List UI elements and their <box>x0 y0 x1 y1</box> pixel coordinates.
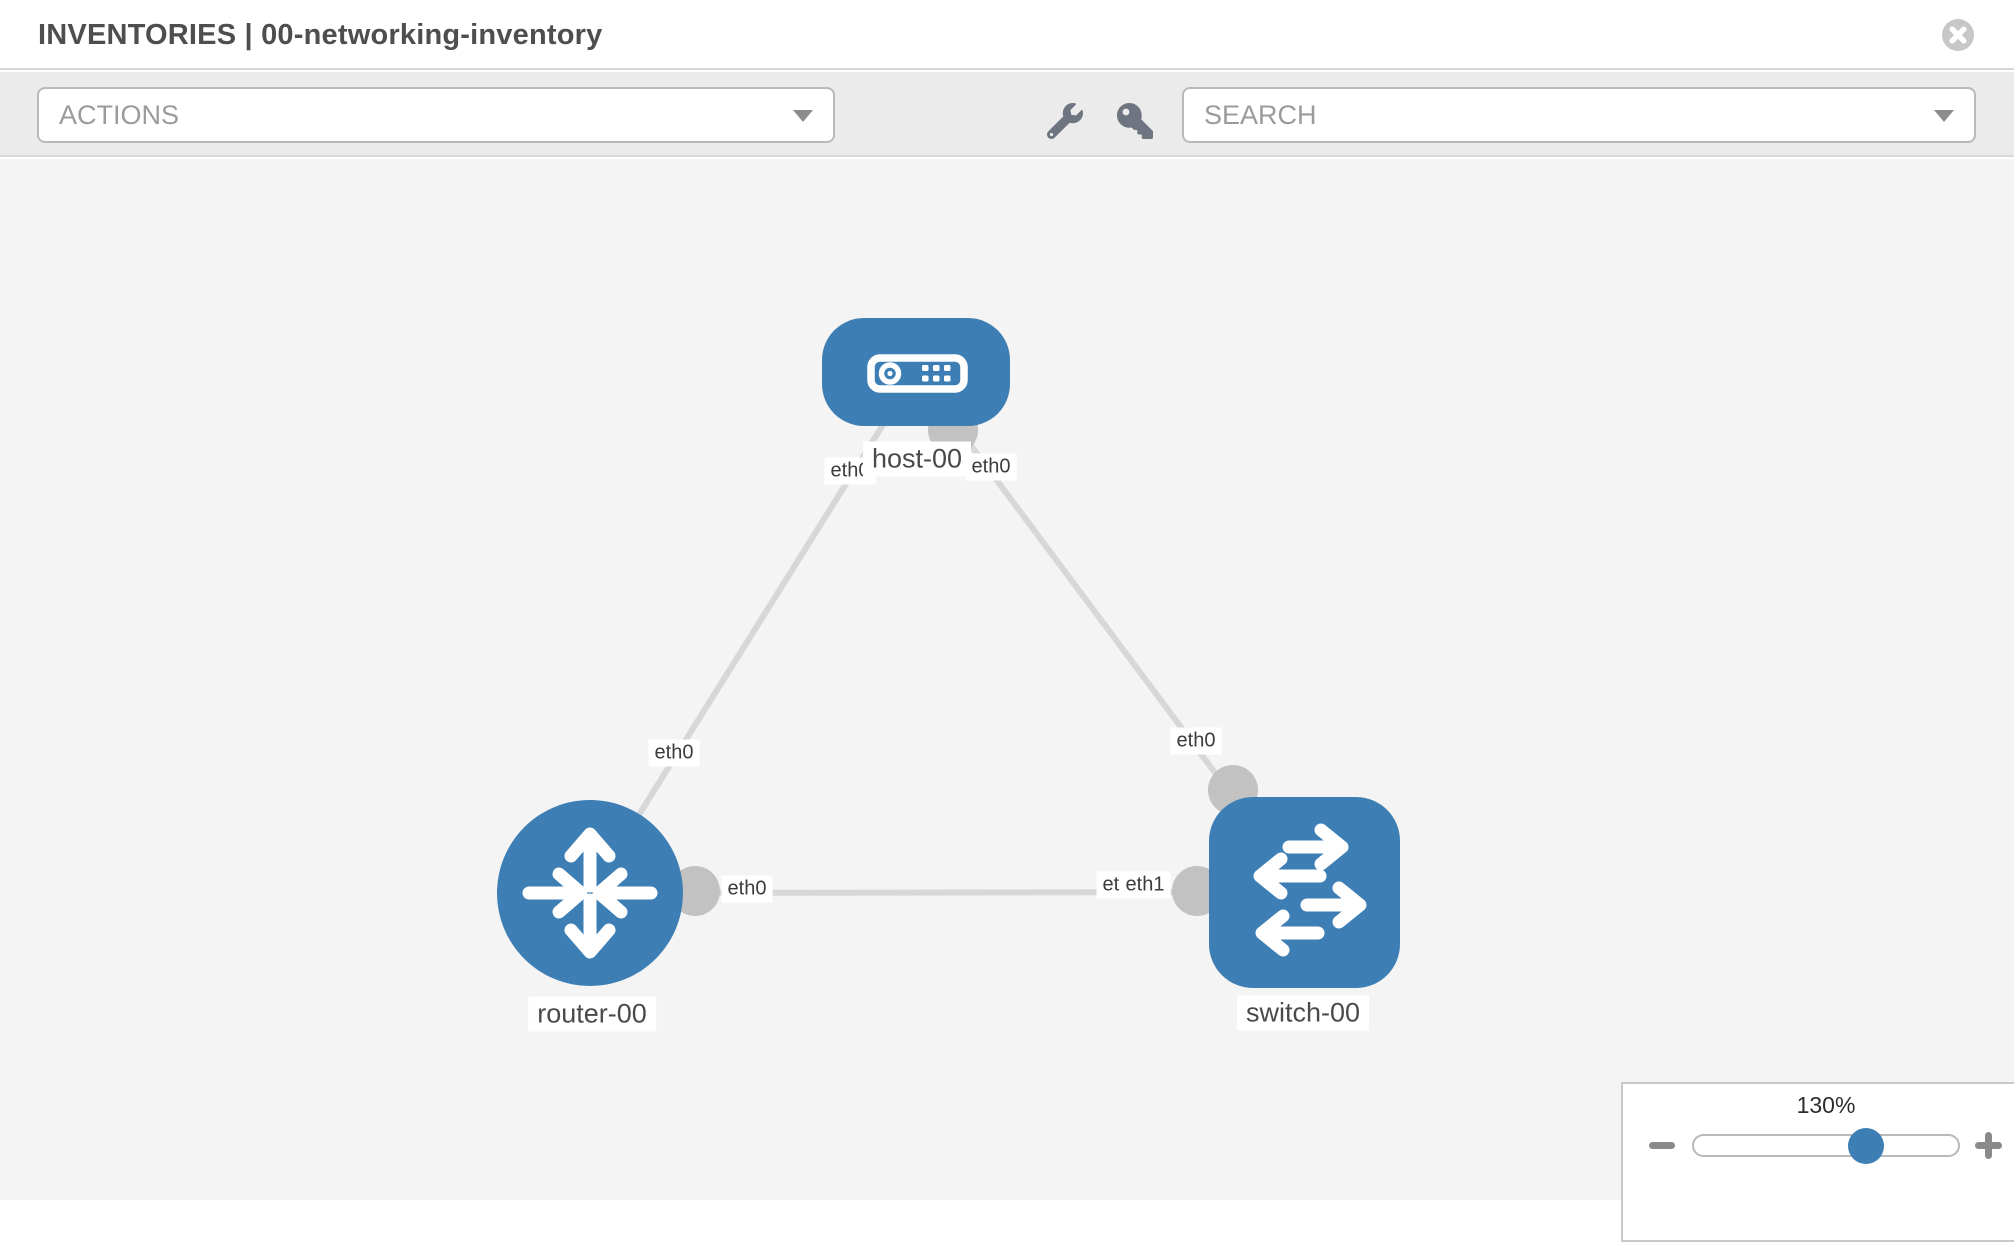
zoom-percentage: 130% <box>1796 1092 1856 1118</box>
interface-label-router-eth0-top: eth0 <box>648 739 700 767</box>
search-placeholder: SEARCH <box>1204 100 1317 130</box>
key-icon <box>1117 102 1153 142</box>
host-device-icon <box>822 354 1010 430</box>
node-label-router: router-00 <box>528 996 656 1032</box>
switch-icon <box>1209 823 1400 992</box>
zoom-out-button[interactable] <box>1649 1142 1675 1149</box>
page-header: INVENTORIES | 00-networking-inventory <box>0 0 2014 70</box>
search-dropdown[interactable]: SEARCH <box>1182 87 1976 143</box>
actions-dropdown-label: ACTIONS <box>59 100 180 130</box>
zoom-slider-knob[interactable] <box>1848 1128 1884 1164</box>
close-button[interactable] <box>1942 19 1974 51</box>
endpoint-circle-router <box>670 866 720 916</box>
node-host-00[interactable] <box>822 318 1010 426</box>
chevron-down-icon <box>1934 110 1954 122</box>
interface-label-router-eth0-right: eth0 <box>721 875 773 903</box>
zoom-panel: 130% <box>1621 1082 2014 1242</box>
interface-label-host-eth0-right: eth0 <box>965 453 1017 481</box>
zoom-in-button[interactable] <box>1975 1132 2002 1159</box>
interface-label-switch-eth1: eth1 <box>1119 871 1171 899</box>
close-circle-icon <box>1942 19 1974 54</box>
node-label-switch: switch-00 <box>1236 995 1370 1031</box>
chevron-down-icon <box>793 110 813 122</box>
page-title: INVENTORIES | 00-networking-inventory <box>38 19 603 51</box>
interface-label-switch-eth0-top: eth0 <box>1170 727 1222 755</box>
links-layer <box>587 370 1307 916</box>
wrench-icon <box>1047 102 1083 142</box>
toolbar: ACTIONS SEARCH <box>0 72 2014 157</box>
actions-dropdown[interactable]: ACTIONS <box>37 87 835 143</box>
node-router-00[interactable] <box>497 800 683 986</box>
node-switch-00[interactable] <box>1209 797 1400 988</box>
credentials-button[interactable] <box>1108 98 1162 146</box>
configure-button[interactable] <box>1038 98 1092 146</box>
zoom-slider-track[interactable] <box>1692 1134 1960 1157</box>
router-icon <box>497 827 683 990</box>
node-label-host: host-00 <box>862 441 972 477</box>
topology-canvas[interactable]: host-00 router-00 switch-00 eth0 eth0 et… <box>0 159 2014 1200</box>
